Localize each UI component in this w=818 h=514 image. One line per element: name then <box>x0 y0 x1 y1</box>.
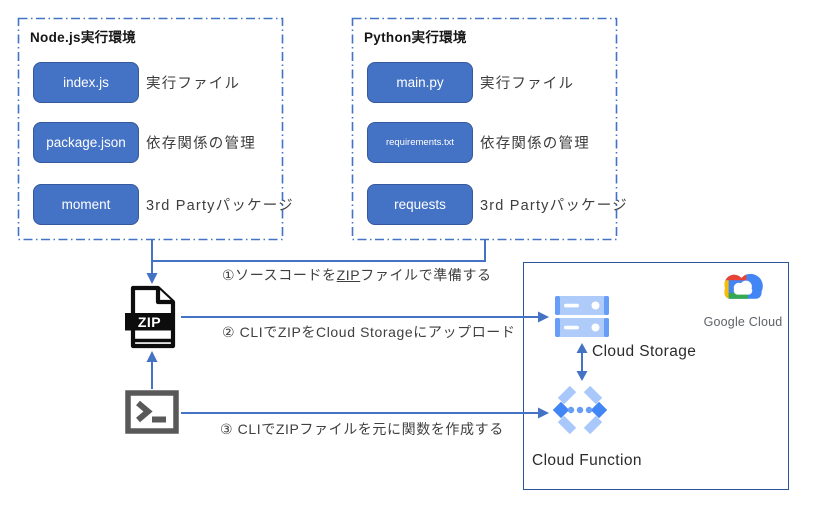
google-cloud-logo-text: Google Cloud <box>703 315 783 329</box>
cloud-function-icon <box>552 385 608 435</box>
cloud-function-label: Cloud Function <box>532 452 642 469</box>
nodejs-file-row: index.js 実行ファイル <box>33 62 240 103</box>
file-description: 3rd Partyパッケージ <box>480 198 628 214</box>
step1-label: ①ソースコードをZIPファイルで準備する <box>222 267 492 283</box>
python-env-title: Python実行環境 <box>364 30 467 45</box>
google-cloud-logo-icon <box>724 273 763 299</box>
nodejs-file-row: moment 3rd Partyパッケージ <box>33 184 294 225</box>
file-description: 依存関係の管理 <box>480 136 590 152</box>
file-description: 実行ファイル <box>146 76 241 92</box>
step2-label: ② CLIでZIPをCloud Storageにアップロード <box>222 324 516 340</box>
file-button-packagejson: package.json <box>33 122 139 163</box>
cloud-storage-label: Cloud Storage <box>592 343 697 360</box>
file-description: 実行ファイル <box>480 76 575 92</box>
nodejs-env-title: Node.js実行環境 <box>30 30 137 45</box>
terminal-cli-icon <box>125 390 179 434</box>
python-file-row: requirements.txt 依存関係の管理 <box>367 122 590 163</box>
nodejs-file-row: package.json 依存関係の管理 <box>33 122 256 163</box>
connector-python-to-zip <box>153 240 486 262</box>
google-cloud-box: Cloud Storage Cloud Function <box>523 262 789 490</box>
file-button-requests: requests <box>367 184 473 225</box>
step1-zip-text: ZIP <box>336 267 361 283</box>
google-cloud-logo: Google Cloud <box>702 266 784 329</box>
zip-icon-label: ZIP <box>138 314 161 330</box>
file-button-indexjs: index.js <box>33 62 139 103</box>
file-button-mainpy: main.py <box>367 62 473 103</box>
cloud-storage-icon <box>555 296 609 337</box>
python-file-row: main.py 実行ファイル <box>367 62 574 103</box>
zip-file-icon: ZIP <box>125 285 176 349</box>
step3-label: ③ CLIでZIPファイルを元に関数を作成する <box>220 421 504 437</box>
file-description: 依存関係の管理 <box>146 136 256 152</box>
file-description: 3rd Partyパッケージ <box>146 198 294 214</box>
arrowhead-up-zip <box>146 351 158 362</box>
file-button-moment: moment <box>33 184 139 225</box>
python-file-row: requests 3rd Partyパッケージ <box>367 184 628 225</box>
nodejs-env-box: Node.js実行環境 index.js 実行ファイル package.json… <box>18 18 293 240</box>
python-env-box: Python実行環境 main.py 実行ファイル requirements.t… <box>352 18 627 240</box>
file-button-requirementstxt: requirements.txt <box>367 122 473 163</box>
